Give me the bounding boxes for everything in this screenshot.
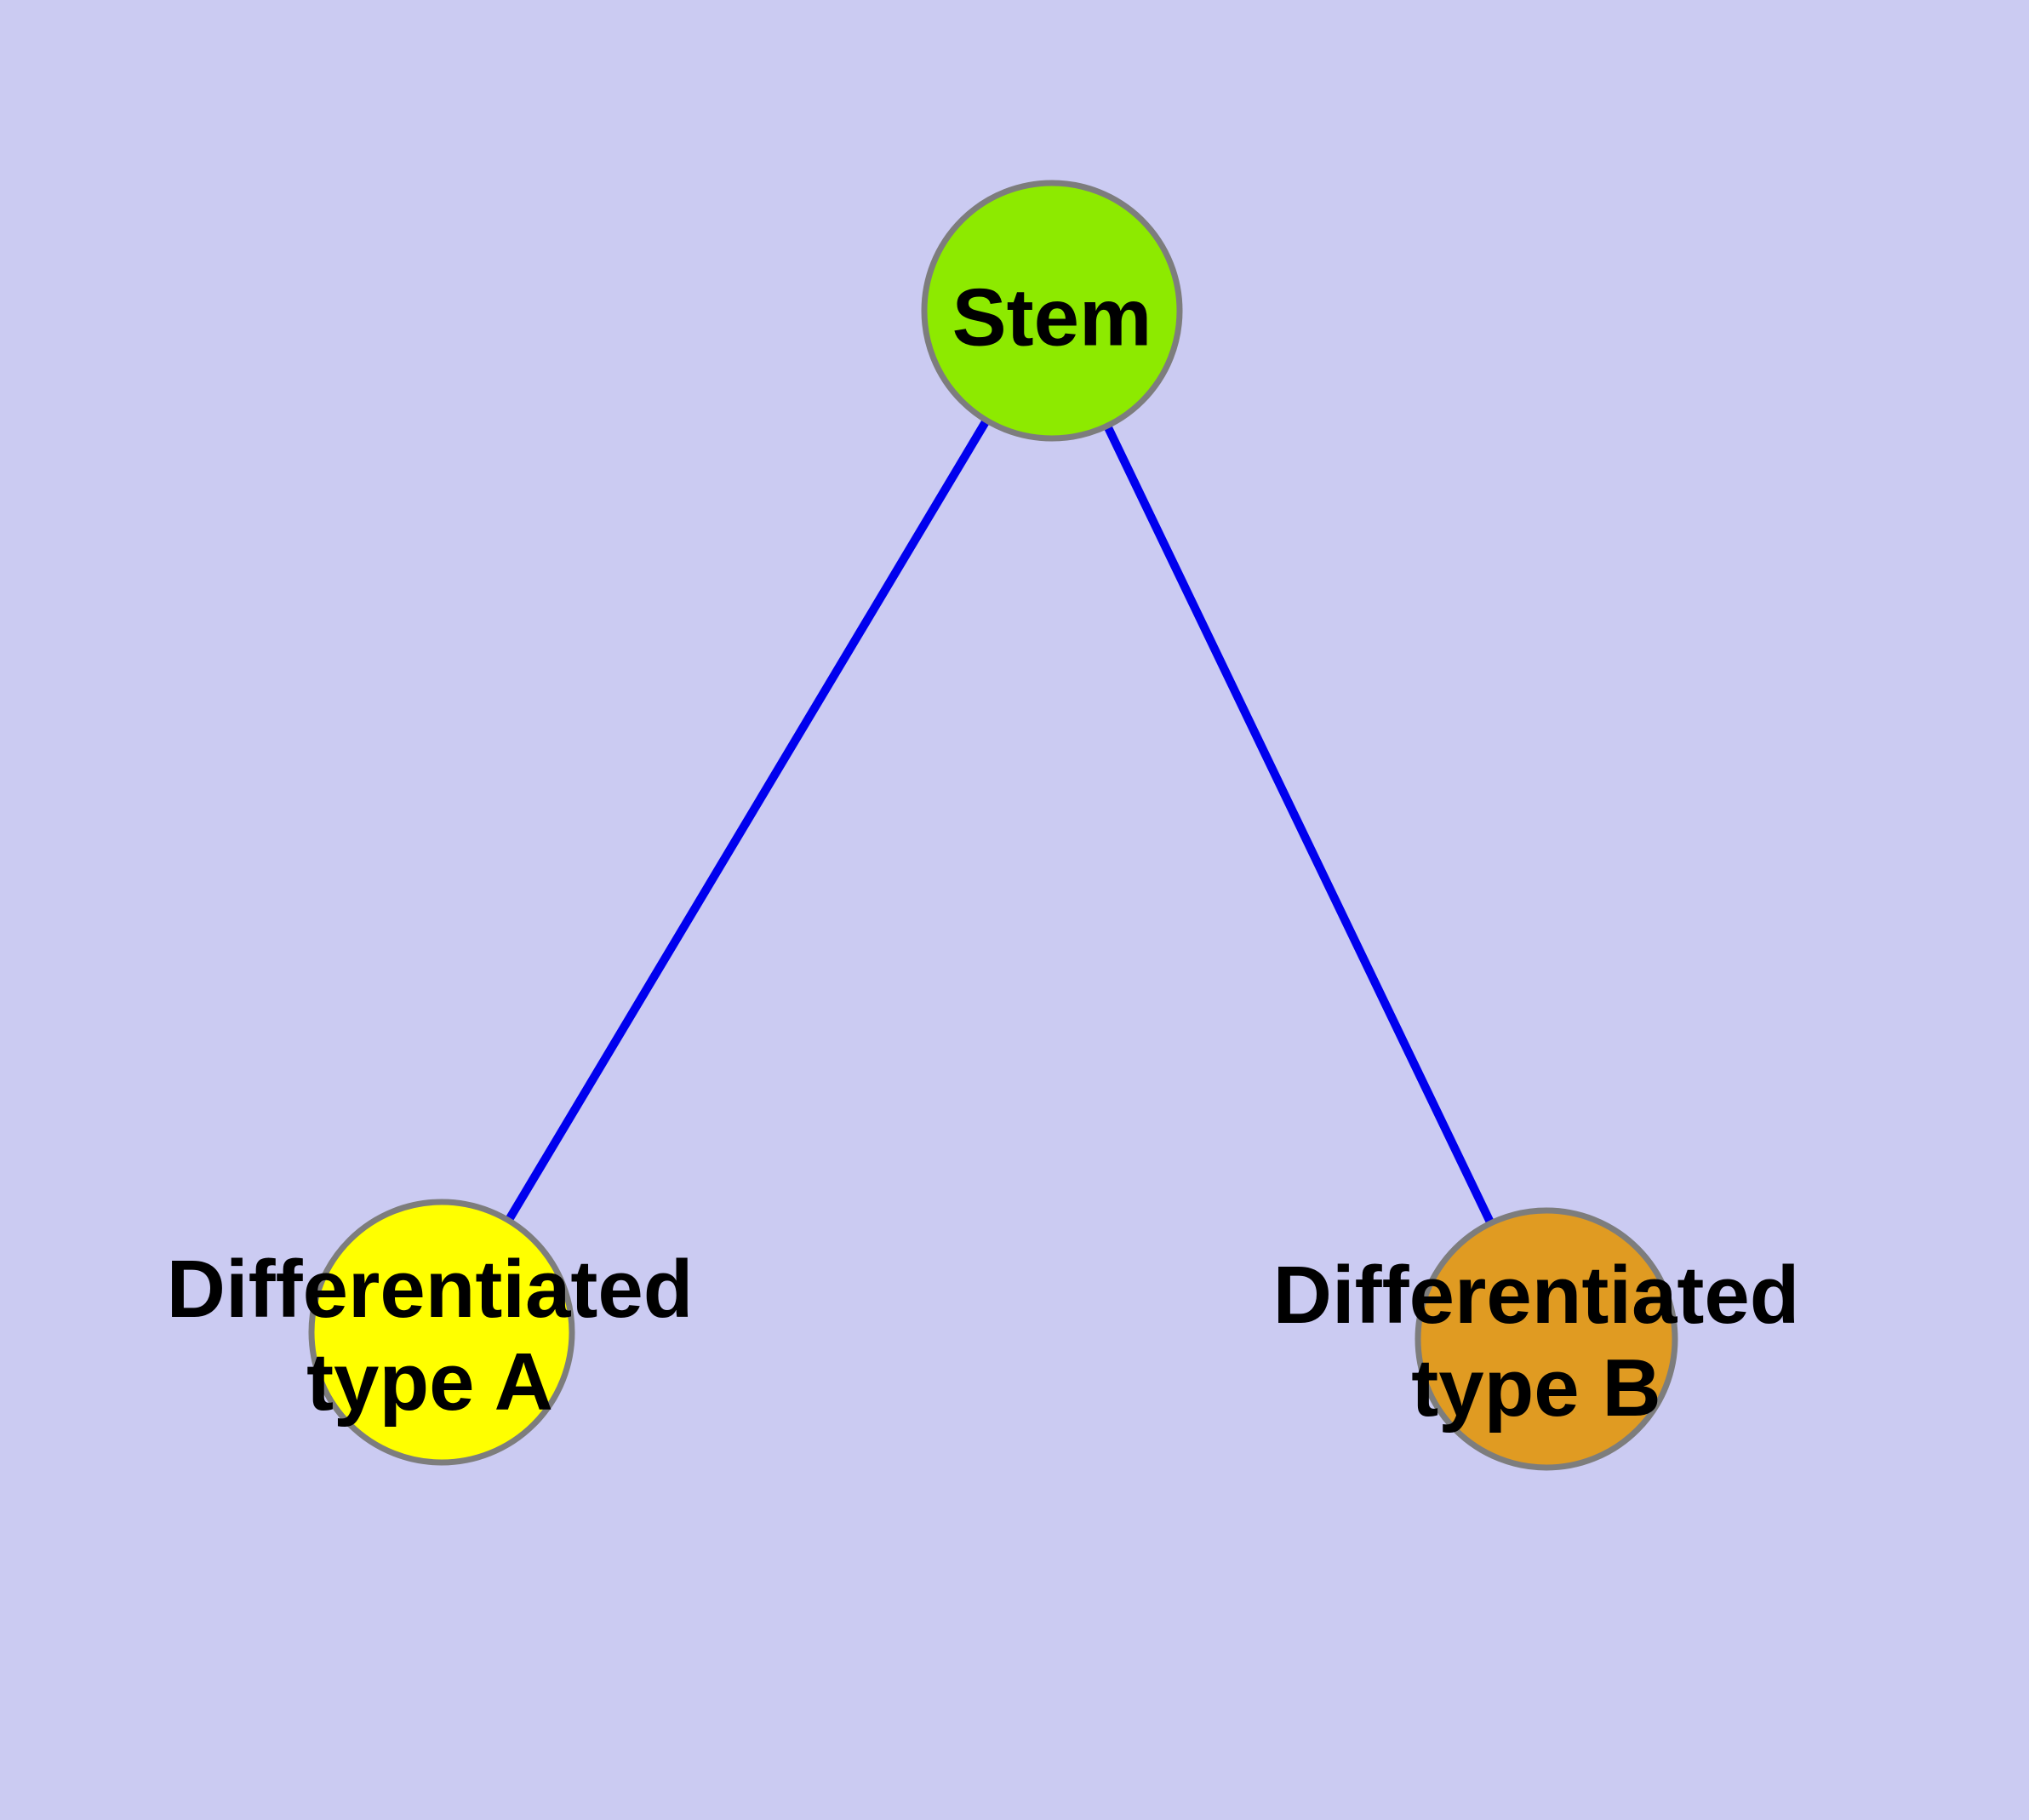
node-differentiated-type-b-circle xyxy=(1415,1207,1678,1471)
node-differentiated-type-b-label: Differentiated type B xyxy=(1273,1249,1800,1434)
node-differentiated-type-b-label-line2: type B xyxy=(1411,1342,1661,1434)
node-differentiated-type-a-label-line2: type A xyxy=(306,1336,553,1428)
node-differentiated-type-a-circle xyxy=(308,1199,575,1466)
node-differentiated-type-a-label-line1: Differentiated xyxy=(166,1244,694,1335)
node-stem-circle xyxy=(921,180,1183,442)
edge-stem-to-type-b xyxy=(1048,308,1551,1342)
edge-stem-to-type-a xyxy=(437,308,1056,1335)
node-differentiated-type-a-label: Differentiated type A xyxy=(167,1243,694,1428)
node-stem-label: Stem xyxy=(952,272,1152,364)
node-stem-label-text: Stem xyxy=(952,272,1152,363)
node-differentiated-type-b-label-line1: Differentiated xyxy=(1272,1250,1800,1341)
